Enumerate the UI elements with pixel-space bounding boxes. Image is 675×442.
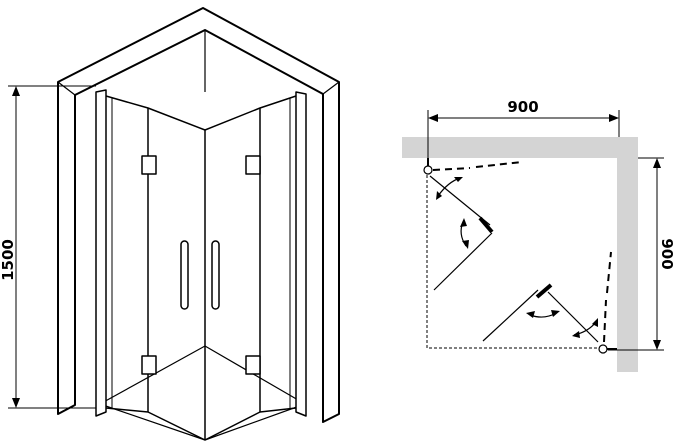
wall-top-edge-right — [322, 81, 340, 95]
left-wall-profile — [95, 89, 107, 417]
doors-bottom-edge — [105, 407, 297, 441]
left-door-closed-position-a — [432, 167, 471, 171]
left-door-panel-1 — [429, 175, 491, 226]
right-door-closed-position-b — [606, 251, 612, 294]
right-swing-arrow-1b — [551, 310, 560, 317]
right-swing-arrow-1a — [526, 311, 535, 318]
depth-arrow-bottom — [653, 340, 661, 350]
isometric-view — [57, 7, 340, 441]
right-hinge-point — [598, 344, 608, 354]
right-door-panel-1 — [547, 291, 599, 343]
height-arrow-bottom — [12, 398, 20, 408]
hinge-bottom-left — [141, 355, 157, 375]
right-wall-profile — [295, 91, 307, 417]
left-door-panel-2 — [433, 232, 493, 291]
left-swing-arc-1 — [437, 177, 461, 197]
tray-outline — [426, 170, 602, 349]
height-arrow-top — [12, 86, 20, 96]
width-arrow-left — [428, 114, 438, 122]
left-door-closed-position-b — [475, 161, 523, 168]
right-door-seal — [535, 283, 553, 299]
hinge-bottom-right — [245, 355, 261, 375]
left-swing-arrow-1b — [454, 177, 463, 182]
floor-tray — [99, 345, 306, 441]
left-swing-arrow-1a — [436, 191, 442, 200]
wall-top-edge-left — [57, 81, 76, 96]
hinge-top-left — [141, 155, 157, 175]
height-dimension — [8, 85, 96, 409]
height-label: 1500 — [0, 239, 17, 281]
left-door-seal — [478, 216, 494, 234]
plan-depth-dimension — [608, 157, 664, 351]
right-swing-arrow-2a — [572, 331, 580, 338]
plan-depth-label: 900 — [658, 238, 675, 269]
plan-walls — [402, 137, 638, 372]
handle-left — [180, 240, 189, 310]
plan-width-dimension — [427, 110, 620, 160]
right-door-panel-2 — [482, 289, 539, 342]
hinge-top-right — [245, 155, 261, 175]
doors-top-edge — [105, 95, 297, 131]
left-hinge-point — [423, 165, 433, 175]
handle-right — [211, 240, 220, 310]
left-swing-arrow-2b — [462, 240, 469, 249]
plan-view — [402, 137, 638, 372]
depth-arrow-top — [653, 158, 661, 168]
right-swing-arrow-2b — [592, 318, 598, 327]
width-arrow-right — [609, 114, 619, 122]
left-swing-arrow-2a — [460, 218, 467, 227]
right-door-closed-position-a — [603, 299, 607, 343]
plan-width-label: 900 — [507, 98, 538, 116]
